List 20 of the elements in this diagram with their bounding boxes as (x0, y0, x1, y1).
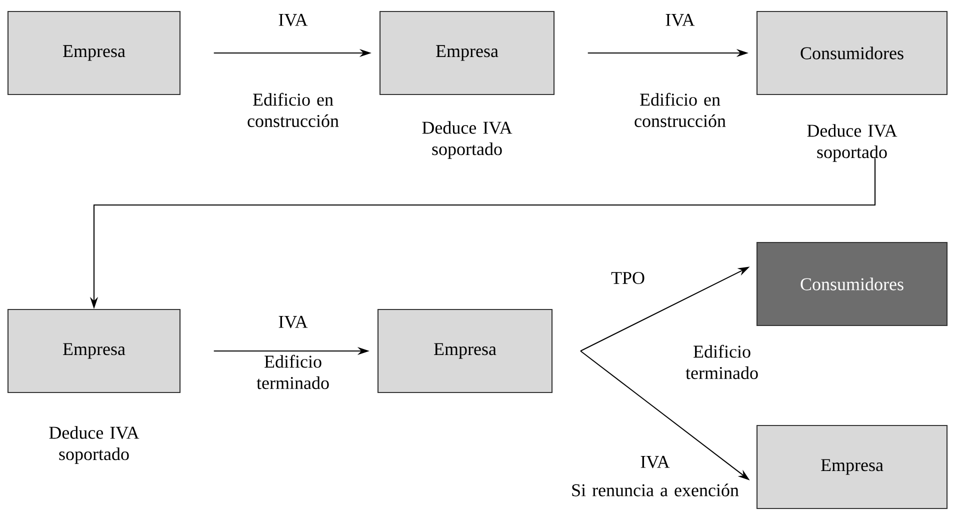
note-text: Deduce IVA soportado (49, 426, 140, 464)
note-text: Edificio en construcción (634, 92, 726, 128)
note-text: Edificio en construcción (248, 92, 339, 128)
edge-label: IVA (276, 314, 310, 330)
entity-box: Empresa (377, 308, 553, 394)
edge-label: IVA (276, 12, 310, 28)
edge-label: IVA (638, 454, 672, 470)
note-text: Deduce IVA soportado (422, 121, 512, 159)
note-text: Edificio terminado (686, 344, 758, 380)
entity-box: Consumidores (756, 242, 948, 326)
edge-label: IVA (664, 12, 696, 28)
edge-label: TPO (610, 270, 646, 286)
entity-box: Empresa (7, 308, 181, 394)
entity-box: Empresa (7, 10, 181, 96)
entity-box: Consumidores (756, 10, 948, 96)
entity-box: Empresa (756, 424, 948, 510)
note-text: Edificio terminado (256, 354, 329, 390)
note-text: Si renuncia a exención (572, 484, 739, 496)
note-text: Deduce IVA soportado (807, 124, 898, 162)
entity-box: Empresa (379, 10, 555, 96)
